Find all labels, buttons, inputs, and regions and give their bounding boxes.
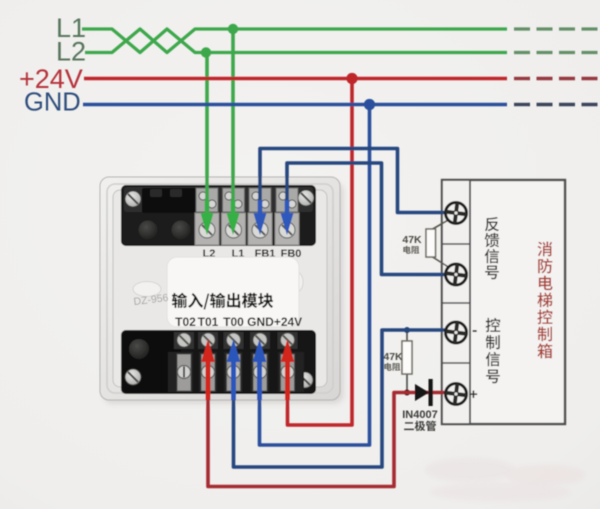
svg-text:DZ-956: DZ-956 (133, 292, 169, 308)
svg-text:T02: T02 (175, 315, 196, 329)
svg-text:T00: T00 (223, 315, 244, 329)
svg-text:L2: L2 (56, 37, 86, 67)
svg-text:+: + (469, 386, 478, 403)
svg-text:L1: L1 (56, 13, 86, 43)
svg-text:47K: 47K (383, 351, 403, 363)
svg-text:+24V: +24V (19, 64, 83, 94)
svg-text:+24V: +24V (274, 315, 302, 329)
svg-text:47K: 47K (402, 234, 422, 246)
svg-text:T01: T01 (198, 315, 219, 329)
svg-text:-: - (472, 322, 477, 339)
svg-text:IN4007: IN4007 (402, 409, 437, 421)
svg-text:GND: GND (24, 89, 81, 117)
svg-text:GND: GND (247, 315, 274, 329)
